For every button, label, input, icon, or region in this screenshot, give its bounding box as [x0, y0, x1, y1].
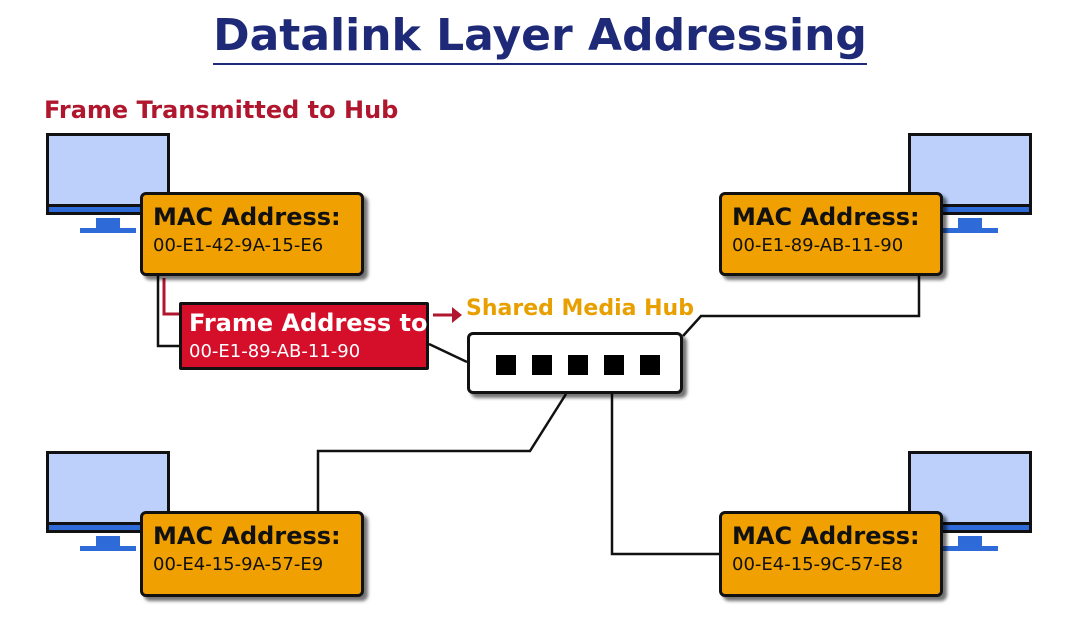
- wire-node2-hub: [682, 276, 921, 337]
- mac-address: 00-E4-15-9A-57-E9: [153, 554, 324, 575]
- wire-node4-hub: [610, 394, 720, 556]
- mac-box-node-1: MAC Address: 00-E1-42-9A-15-E6: [140, 192, 364, 276]
- monitor-base: [942, 228, 998, 233]
- frame-heading: Frame Address to:: [189, 309, 438, 337]
- frame-transmitted-label: Frame Transmitted to Hub: [44, 96, 399, 124]
- monitor-base: [80, 228, 136, 233]
- mac-heading: MAC Address:: [732, 522, 920, 550]
- hub-port: [640, 355, 660, 375]
- monitor-neck: [96, 218, 120, 228]
- diagram-title: Datalink Layer Addressing: [0, 10, 1080, 65]
- frame-address-box: Frame Address to: 00-E1-89-AB-11-90: [179, 302, 438, 370]
- mac-address: 00-E1-89-AB-11-90: [732, 235, 904, 256]
- mac-address: 00-E4-15-9C-57-E8: [732, 554, 903, 575]
- mac-box-node-2: MAC Address: 00-E1-89-AB-11-90: [719, 192, 943, 276]
- frame-destination-address: 00-E1-89-AB-11-90: [189, 341, 361, 362]
- hub-port: [532, 355, 552, 375]
- hub-port: [604, 355, 624, 375]
- mac-box-node-4: MAC Address: 00-E4-15-9C-57-E8: [719, 511, 943, 597]
- monitor-base: [942, 546, 998, 551]
- mac-heading: MAC Address:: [153, 522, 341, 550]
- mac-heading: MAC Address:: [732, 203, 920, 231]
- wire-node1-hub: [156, 276, 468, 364]
- hub-port: [568, 355, 588, 375]
- frame-arrow-head: [452, 307, 462, 323]
- monitor-neck: [96, 536, 120, 546]
- monitor-base: [80, 546, 136, 551]
- mac-box-node-3: MAC Address: 00-E4-15-9A-57-E9: [140, 511, 364, 597]
- mac-heading: MAC Address:: [153, 203, 341, 231]
- title-text: Datalink Layer Addressing: [213, 10, 867, 65]
- monitor-neck: [958, 218, 982, 228]
- mac-address: 00-E1-42-9A-15-E6: [153, 235, 324, 256]
- shared-media-hub: [467, 332, 683, 394]
- computer-icon-bottom-right: [908, 451, 1036, 557]
- frame-path-arrow: [162, 278, 182, 316]
- monitor-neck: [958, 536, 982, 546]
- wire-node3-hub: [316, 393, 568, 512]
- hub-port: [496, 355, 516, 375]
- hub-label: Shared Media Hub: [466, 296, 694, 321]
